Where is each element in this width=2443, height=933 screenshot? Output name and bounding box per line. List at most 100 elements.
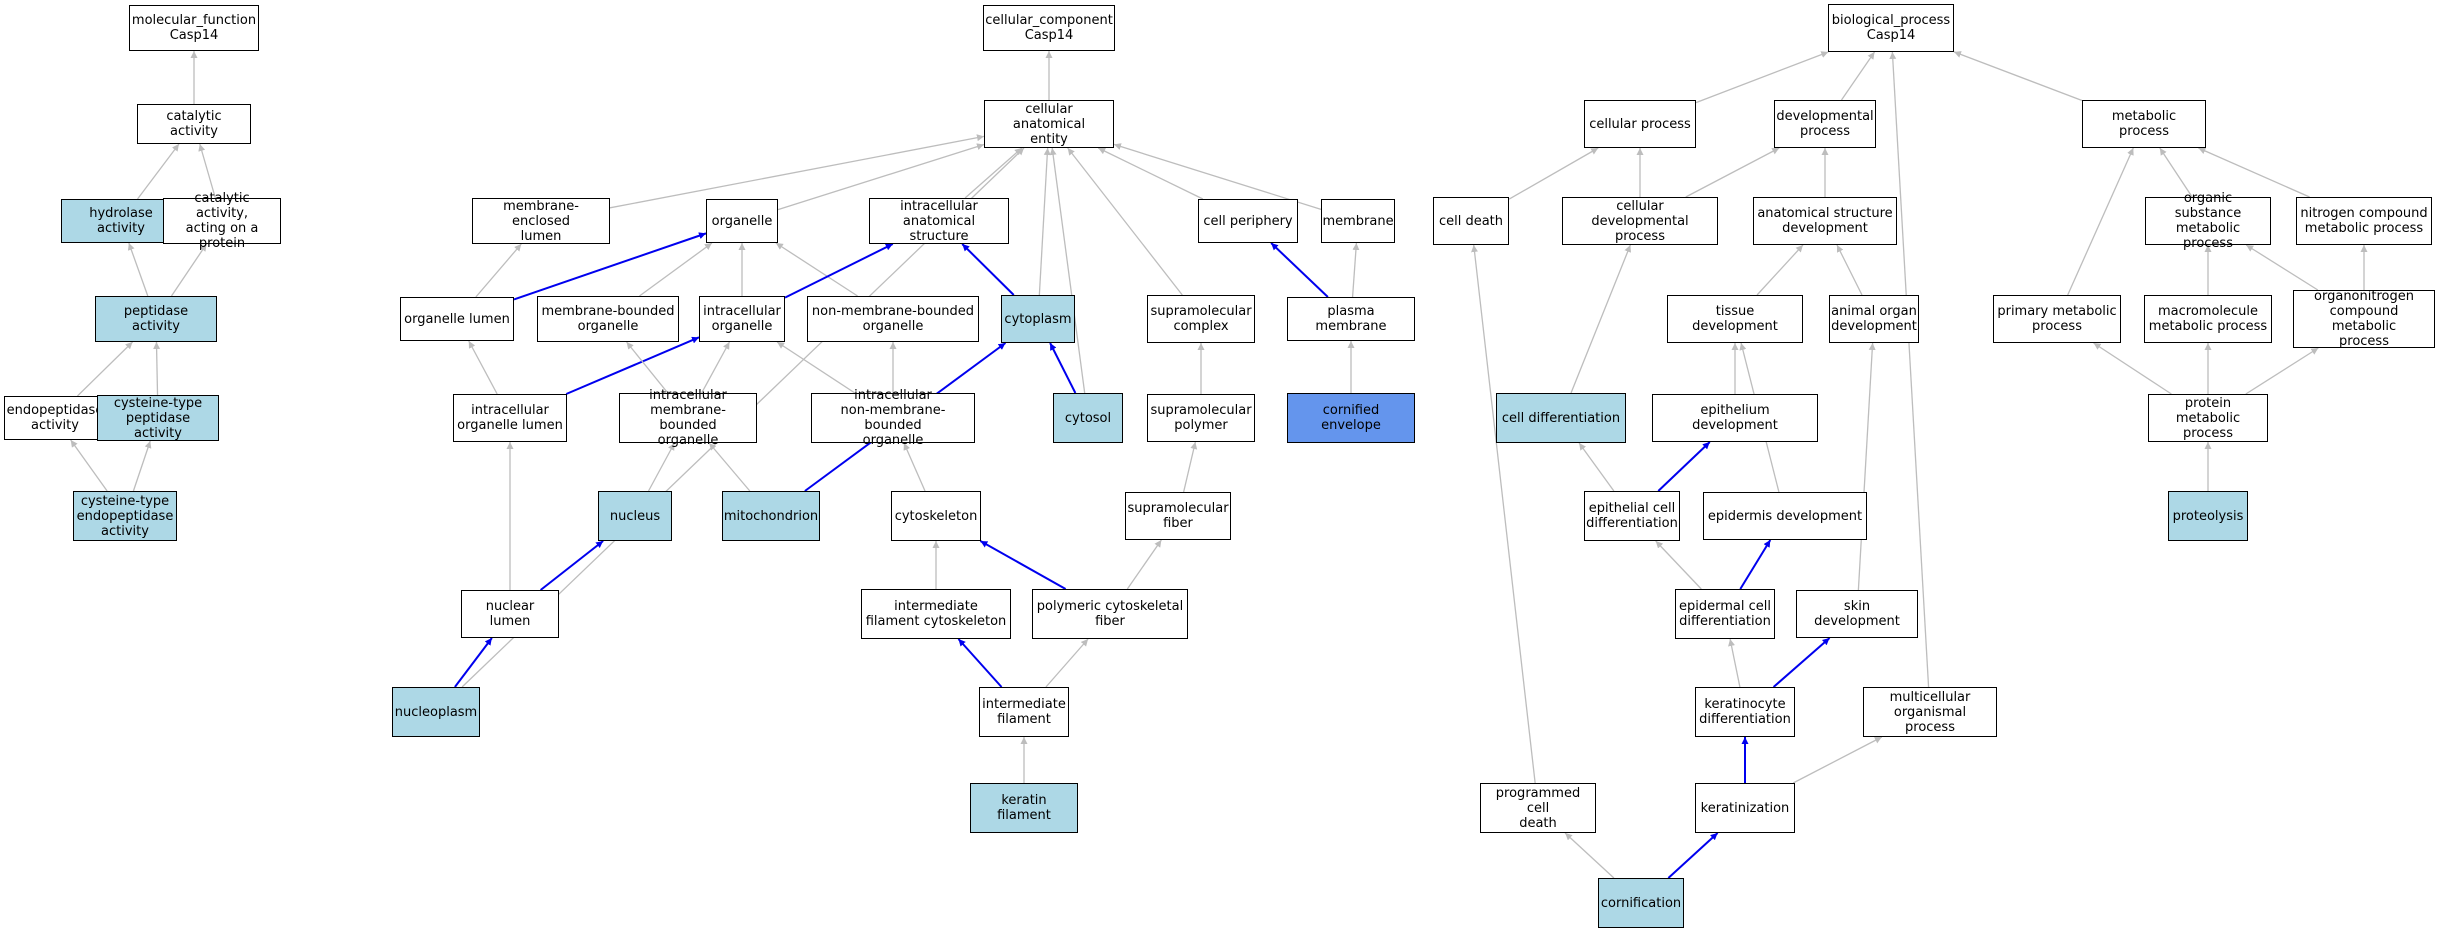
edge-iol-to-ol — [468, 340, 498, 395]
go-term-cap[interactable]: catalytic activity, acting on a protein — [163, 191, 281, 251]
go-term-corn[interactable]: cornification — [1598, 878, 1684, 928]
go-term-ker[interactable]: keratinization — [1695, 783, 1795, 833]
edge-td-to-asd — [1756, 244, 1804, 296]
go-term-mbo[interactable]: membrane-bounded organelle — [537, 296, 679, 342]
go-term-pa[interactable]: peptidase activity — [95, 296, 217, 342]
edge-osmp-to-mp — [2159, 147, 2193, 198]
edge-cp-to-cae — [1097, 147, 1204, 200]
go-term-ha[interactable]: hydrolase activity — [61, 199, 181, 243]
edge-ha-to-ca — [137, 143, 180, 200]
go-term-osmp[interactable]: organic substance metabolic process — [2145, 191, 2271, 251]
go-term-mop[interactable]: multicellular organismal process — [1863, 687, 1997, 737]
edge-ocmp-to-osmp — [2245, 244, 2319, 291]
go-term-prmp[interactable]: protein metabolic process — [2148, 394, 2268, 442]
edge-edcd-to-ecd — [1655, 540, 1702, 590]
go-term-pcf[interactable]: polymeric cytoskeletal fiber — [1032, 589, 1188, 639]
go-term-nmbo[interactable]: non-membrane-bounded organelle — [807, 296, 979, 342]
edge-csk-to-inmbo — [903, 442, 926, 492]
go-term-ed[interactable]: epithelium development — [1652, 394, 1818, 442]
edge-mbo-to-org — [639, 242, 713, 297]
go-term-cc[interactable]: cellular_component Casp14 — [983, 5, 1115, 51]
go-term-prot[interactable]: proteolysis — [2168, 491, 2248, 541]
go-term-kf[interactable]: keratin filament — [970, 783, 1078, 833]
edge-pa-to-cap — [170, 243, 208, 297]
go-term-bp[interactable]: biological_process Casp14 — [1828, 4, 1954, 52]
edge-corn-to-ker — [1667, 832, 1719, 879]
go-term-smp[interactable]: supramolecular polymer — [1147, 394, 1255, 442]
go-term-mito[interactable]: mitochondrion — [722, 491, 820, 541]
go-term-cd[interactable]: cell death — [1433, 197, 1509, 245]
go-term-org[interactable]: organelle — [706, 199, 778, 243]
go-term-pcd[interactable]: programmed cell death — [1480, 783, 1596, 833]
go-term-cpr[interactable]: cellular process — [1584, 100, 1696, 148]
go-term-ifc[interactable]: intermediate filament cytoskeleton — [861, 589, 1011, 639]
go-term-cytosol[interactable]: cytosol — [1053, 393, 1123, 443]
go-term-csk[interactable]: cytoskeleton — [891, 491, 981, 541]
go-term-nuc[interactable]: nucleus — [598, 491, 672, 541]
go-term-aod[interactable]: animal organ development — [1829, 295, 1919, 343]
edge-edcd-to-epd — [1739, 539, 1772, 590]
go-term-mmp[interactable]: macromolecule metabolic process — [2144, 295, 2272, 343]
go-term-ea[interactable]: endopeptidase activity — [4, 396, 106, 440]
go-term-ctea[interactable]: cysteine-type endopeptidase activity — [73, 491, 177, 541]
go-term-ce[interactable]: cornified envelope — [1287, 393, 1415, 443]
go-term-cyto[interactable]: cytoplasm — [1001, 295, 1075, 343]
go-term-sd[interactable]: skin development — [1796, 590, 1918, 638]
go-term-td[interactable]: tissue development — [1667, 295, 1803, 343]
go-term-ecd[interactable]: epithelial cell differentiation — [1584, 491, 1680, 541]
go-term-mp[interactable]: metabolic process — [2082, 100, 2206, 148]
edge-aod-to-asd — [1836, 244, 1863, 296]
edge-np-to-nl — [454, 637, 493, 688]
go-term-ctpa[interactable]: cysteine-type peptidase activity — [97, 395, 219, 441]
go-term-imbo[interactable]: intracellular membrane-bounded organelle — [619, 388, 757, 448]
edge-cytosol-to-cae — [1049, 147, 1086, 394]
go-term-mf[interactable]: molecular_function Casp14 — [129, 5, 259, 51]
go-term-dp[interactable]: developmental process — [1774, 100, 1876, 148]
edge-ctpa-to-pa — [153, 341, 161, 396]
go-term-smf[interactable]: supramolecular fiber — [1125, 492, 1231, 540]
go-term-cp[interactable]: cell periphery — [1198, 199, 1298, 243]
go-term-ncmp[interactable]: nitrogen compound metabolic process — [2296, 197, 2432, 245]
go-term-cdp[interactable]: cellular developmental process — [1562, 197, 1718, 245]
go-term-ias[interactable]: intracellular anatomical structure — [869, 198, 1009, 244]
edge-smf-to-smp — [1182, 441, 1198, 493]
go-term-np[interactable]: nucleoplasm — [392, 687, 480, 737]
edge-ol-to-mel — [475, 243, 522, 298]
edge-cyto-to-cae — [1038, 147, 1051, 296]
go-term-if[interactable]: intermediate filament — [979, 687, 1069, 737]
edge-cdiff-to-cdp — [1570, 244, 1632, 394]
go-term-pm[interactable]: plasma membrane — [1287, 297, 1415, 341]
go-term-inmbo[interactable]: intracellular non-membrane-bounded organ… — [811, 388, 975, 448]
go-term-mel[interactable]: membrane-enclosed lumen — [472, 198, 610, 244]
go-term-asd[interactable]: anatomical structure development — [1753, 197, 1897, 245]
go-term-smc[interactable]: supramolecular complex — [1147, 295, 1255, 343]
edge-prmp-to-pmp — [2093, 342, 2172, 395]
edge-if-to-pcf — [1045, 638, 1089, 688]
edge-mp-to-bp — [1953, 51, 2083, 102]
edge-prmp-to-ocmp — [2245, 347, 2319, 395]
edge-smc-to-cae — [1067, 147, 1183, 296]
go-term-kd[interactable]: keratinocyte differentiation — [1695, 687, 1795, 737]
edge-nuc-to-imbo — [647, 442, 676, 492]
edge-iol-to-io — [565, 336, 700, 395]
go-term-ol[interactable]: organelle lumen — [400, 297, 514, 341]
go-term-ocmp[interactable]: organonitrogen compound metabolic proces… — [2293, 289, 2435, 349]
edge-corn-to-pcd — [1564, 832, 1615, 879]
edge-ecd-to-cdiff — [1578, 442, 1615, 492]
go-term-nl[interactable]: nuclear lumen — [461, 590, 559, 638]
go-term-io[interactable]: intracellular organelle — [699, 296, 785, 342]
go-term-epd[interactable]: epidermis development — [1703, 492, 1867, 540]
go-term-cae[interactable]: cellular anatomical entity — [984, 100, 1114, 148]
edge-nmbo-to-org — [775, 242, 858, 297]
go-term-edcd[interactable]: epidermal cell differentiation — [1675, 589, 1775, 639]
edge-inmbo-to-io — [776, 341, 856, 394]
go-term-pmp[interactable]: primary metabolic process — [1993, 295, 2121, 343]
edge-imbo-to-io — [701, 341, 731, 394]
go-term-cdiff[interactable]: cell differentiation — [1496, 393, 1626, 443]
edge-kd-to-edcd — [1728, 638, 1741, 688]
go-term-ca[interactable]: catalytic activity — [137, 104, 251, 144]
go-term-mem[interactable]: membrane — [1321, 199, 1395, 243]
edge-mel-to-cae — [609, 134, 985, 209]
go-term-iol[interactable]: intracellular organelle lumen — [453, 394, 567, 442]
